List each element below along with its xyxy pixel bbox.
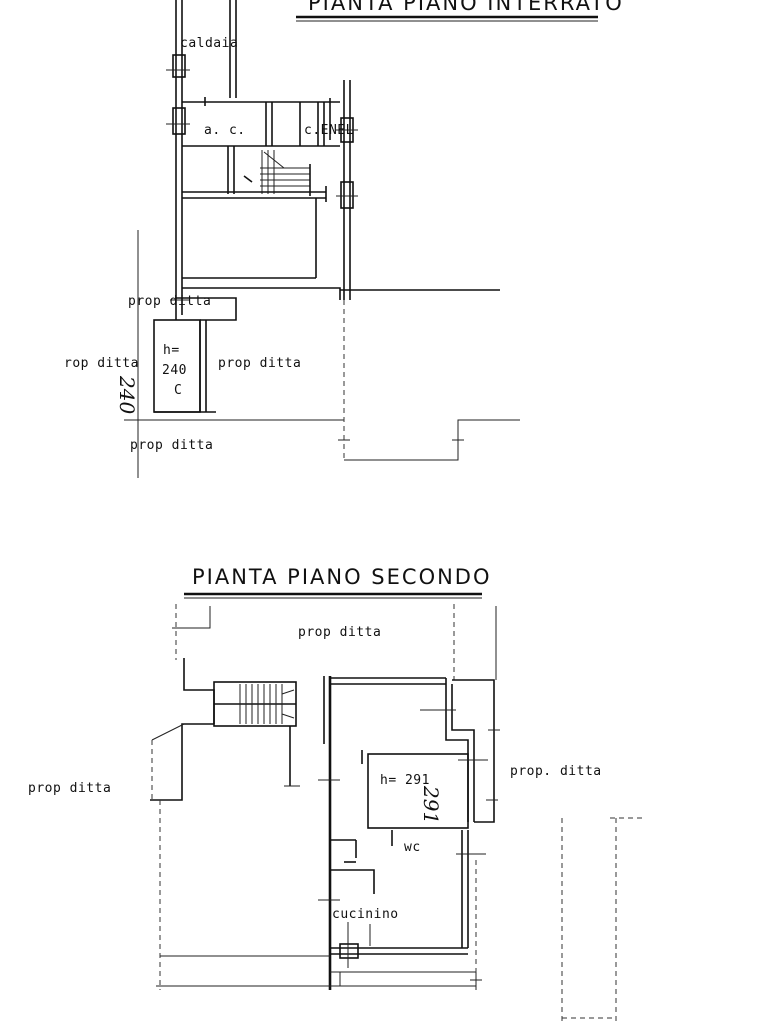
basement-label-prop-ditta-right: prop ditta xyxy=(218,356,301,371)
second-floor-label-prop-ditta-top: prop ditta xyxy=(298,625,381,640)
second-floor-label-cucinino: cucinino xyxy=(332,907,399,922)
basement-label-h-symbol: C xyxy=(174,383,182,398)
basement-label-cenel: c.ENEL xyxy=(304,123,354,138)
second-floor-handwritten-291: 291 xyxy=(419,785,443,824)
basement-label-caldaia: caldaia xyxy=(180,36,238,51)
second-floor-label-prop-ditta-right: prop. ditta xyxy=(510,764,602,779)
second-floor-stair xyxy=(213,681,300,787)
basement-stair xyxy=(227,146,311,196)
basement-label-h: h= xyxy=(163,343,180,358)
basement-label-h-value: 240 xyxy=(162,363,187,378)
second-floor-room-291 xyxy=(367,753,469,829)
second-floor-title: PIANTA PIANO SECONDO xyxy=(192,565,492,589)
second-floor-label-h: h= 291 xyxy=(380,773,430,788)
second-floor-label-wc: wc xyxy=(404,840,421,855)
basement-label-prop-ditta-top: prop ditta xyxy=(128,294,211,309)
basement-label-ac: a. c. xyxy=(204,123,246,138)
basement-plan: PIANTA PIANO INTERRATO xyxy=(64,0,624,478)
second-floor-label-prop-ditta-left: prop ditta xyxy=(28,781,111,796)
second-floor-wall-left xyxy=(183,658,215,724)
basement-handwritten-240: 240 xyxy=(115,375,139,414)
basement-label-prop-ditta-bottom: prop ditta xyxy=(130,438,213,453)
second-floor-balcony xyxy=(452,679,495,823)
second-floor-plan: PIANTA PIANO SECONDO xyxy=(28,565,646,1024)
basement-label-rop-ditta-left: rop ditta xyxy=(64,356,139,371)
basement-door-caldaia xyxy=(172,54,186,78)
second-floor-door-swing xyxy=(151,723,185,741)
basement-title: PIANTA PIANO INTERRATO xyxy=(308,0,624,15)
